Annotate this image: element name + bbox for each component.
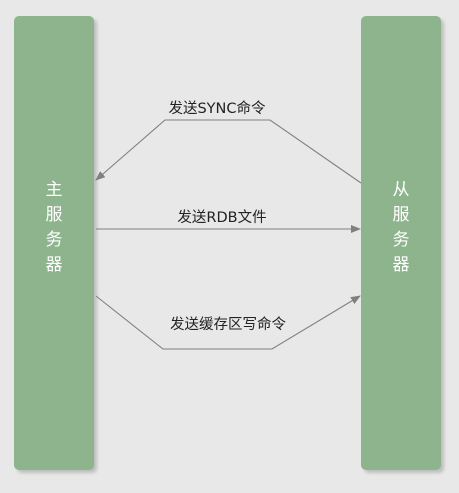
buffer-message-label: 发送缓存区写命令: [170, 315, 286, 333]
buffer-arrow: [95, 295, 361, 350]
slave-server-label: 从服务器: [392, 180, 410, 275]
sync-arrow: [95, 119, 362, 184]
master-server-box: 主服务器: [14, 16, 94, 470]
rdb-message-label: 发送RDB文件: [177, 209, 266, 226]
master-server-label: 主服务器: [45, 180, 63, 275]
sync-message-label: 发送SYNC命令: [168, 99, 266, 117]
slave-server-box: 从服务器: [361, 16, 441, 470]
